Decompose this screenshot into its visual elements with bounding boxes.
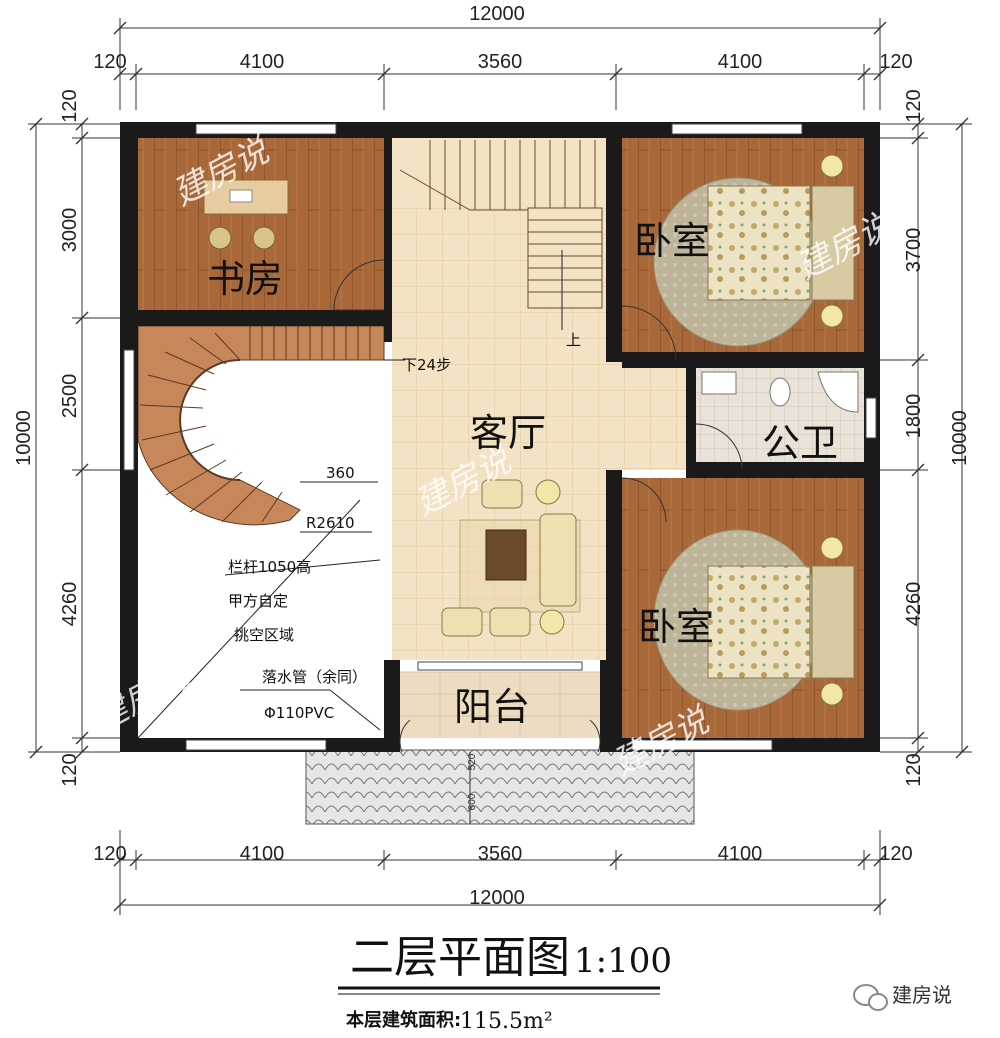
dim-left-4: 4260 xyxy=(59,582,81,627)
plan-title: 二层平面图 xyxy=(350,932,570,983)
room-label-living: 客厅 xyxy=(470,411,546,455)
room-label-bath: 公卫 xyxy=(762,421,838,465)
downpipe-label: 落水管（余同） xyxy=(262,668,367,686)
void-leaders xyxy=(137,481,381,739)
dim-right-5: 120 xyxy=(903,753,925,786)
dimension-ticks xyxy=(29,21,969,912)
dim-top-4: 4100 xyxy=(718,51,763,73)
bath-fixtures xyxy=(701,371,859,413)
stair-down-label: 下24步 xyxy=(402,356,451,374)
wechat-icon xyxy=(853,984,888,1011)
dim-bottom-5: 120 xyxy=(879,843,912,865)
bed-top xyxy=(653,154,855,347)
dim-bottom-3: 3560 xyxy=(478,843,523,865)
pipe-spec-label: Φ110PVC xyxy=(264,704,334,722)
living-furniture xyxy=(441,479,581,637)
hall-floor xyxy=(616,360,686,470)
roof-dim-600: 600 xyxy=(467,793,478,810)
bed-bottom xyxy=(653,529,855,711)
roof-tiles xyxy=(305,749,695,825)
void-area-label: 挑空区域 xyxy=(234,626,294,644)
room-label-study: 书房 xyxy=(207,257,283,301)
area-value: 115.5m² xyxy=(460,1009,553,1034)
spiral-stair xyxy=(137,325,385,526)
dim-bottom-total: 12000 xyxy=(469,887,525,909)
dim-right-1: 120 xyxy=(903,89,925,122)
area-label: 本层建筑面积: xyxy=(346,1009,461,1031)
dim-left-3: 2500 xyxy=(59,374,81,419)
dim-right-4: 4260 xyxy=(903,582,925,627)
dim-right-total: 10000 xyxy=(949,410,971,466)
void-area xyxy=(138,326,384,738)
dim-right-2: 3700 xyxy=(903,228,925,273)
dim-right-3: 1800 xyxy=(903,394,925,439)
railing-label: 栏杆1050高 xyxy=(228,558,311,576)
room-label-balcony: 阳台 xyxy=(454,685,530,729)
dim-top-5: 120 xyxy=(879,51,912,73)
doors xyxy=(333,259,743,753)
balcony-floor xyxy=(400,672,600,738)
owner-decides-label: 甲方自定 xyxy=(228,592,288,610)
dim-top-1: 120 xyxy=(93,51,126,73)
dim-top-3: 3560 xyxy=(478,51,523,73)
plan-scale: 1:100 xyxy=(574,941,672,981)
study-desk xyxy=(203,179,289,250)
balcony-tiles xyxy=(400,671,600,738)
windows xyxy=(123,123,877,751)
radius-label: R2610 xyxy=(306,514,355,532)
stair-up-label: 上 xyxy=(566,331,581,349)
dim-left-5: 120 xyxy=(59,753,81,786)
dim-left-2: 3000 xyxy=(59,208,81,253)
room-label-bedroom-bottom: 卧室 xyxy=(638,605,714,649)
dim-left-total: 10000 xyxy=(13,410,35,466)
width-360-label: 360 xyxy=(326,464,355,482)
dim-bottom-2: 4100 xyxy=(240,843,285,865)
brand-name: 建房说 xyxy=(892,983,952,1007)
straight-stair xyxy=(392,138,616,330)
dim-top-total: 12000 xyxy=(469,3,525,25)
dim-top-2: 4100 xyxy=(240,51,285,73)
dim-bottom-1: 120 xyxy=(93,843,126,865)
dim-bottom-4: 4100 xyxy=(718,843,763,865)
roof-dim-520: 520 xyxy=(467,753,478,770)
dim-left-1: 120 xyxy=(59,89,81,122)
room-label-bedroom-top: 卧室 xyxy=(634,219,710,263)
